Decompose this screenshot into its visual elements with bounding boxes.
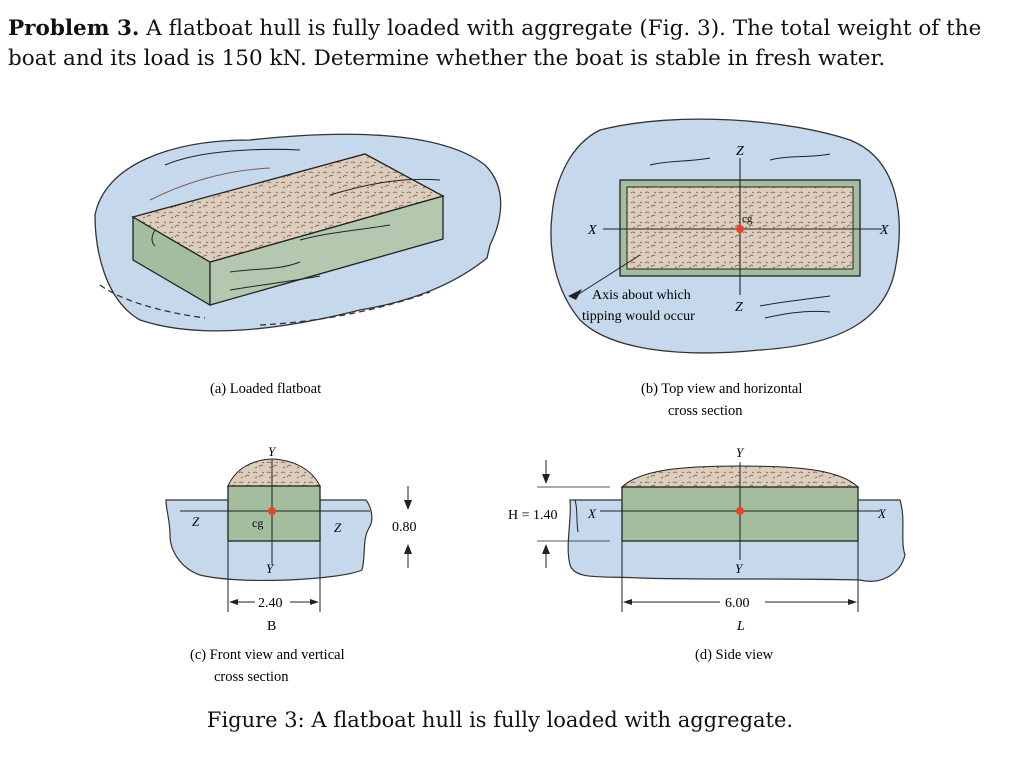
cg-marker-d	[736, 507, 744, 515]
axis-x-right-d: X	[877, 506, 887, 521]
panel-b-top-view	[550, 118, 900, 354]
aggregate-top-a	[131, 153, 445, 263]
caption-a: (a) Loaded flatboat	[210, 381, 321, 397]
cg-label-c: cg	[252, 516, 263, 530]
problem-statement: Problem 3. A flatboat hull is fully load…	[8, 14, 1013, 74]
problem-label: Problem 3.	[8, 16, 140, 41]
caption-d: (d) Side view	[695, 647, 774, 663]
dimension-width-c: 2.40	[258, 596, 283, 611]
caption-c-line2: cross section	[214, 669, 289, 685]
axis-z-right-c: Z	[334, 520, 342, 535]
cg-marker-c	[268, 507, 276, 515]
note-axis-line2: tipping would occur	[582, 309, 695, 324]
axis-x-left-b: X	[587, 223, 597, 238]
axis-x-left-d: X	[587, 506, 597, 521]
aggregate-c	[227, 458, 321, 487]
axis-y-bottom-c: Y	[266, 561, 275, 576]
cg-marker-b	[736, 225, 744, 233]
caption-b-line2: cross section	[668, 403, 743, 419]
dimension-length-d: 6.00	[725, 596, 750, 611]
width-symbol-c: B	[267, 619, 276, 634]
length-symbol-d: L	[736, 619, 745, 634]
axis-z-bottom-b: Z	[735, 300, 743, 315]
caption-b-line1: (b) Top view and horizontal	[641, 381, 802, 397]
axis-y-bottom-d: Y	[735, 561, 744, 576]
axis-z-top-b: Z	[736, 144, 744, 159]
dimension-height-d: H = 1.40	[508, 508, 558, 523]
problem-text: A flatboat hull is fully loaded with agg…	[8, 16, 982, 71]
axis-z-left-c: Z	[192, 514, 200, 529]
caption-c-line1: (c) Front view and vertical	[190, 647, 345, 663]
figure-caption: Figure 3: A flatboat hull is fully loade…	[206, 708, 794, 732]
axis-x-right-b: X	[879, 223, 889, 238]
axis-y-top-c: Y	[268, 444, 277, 459]
note-axis-line1: Axis about which	[592, 288, 691, 303]
cg-label-b: cg	[742, 213, 753, 225]
axis-y-top-d: Y	[736, 445, 745, 460]
panel-a-loaded-flatboat	[94, 133, 502, 332]
dimension-depth-c: 0.80	[392, 520, 417, 535]
panel-c-front-view	[165, 458, 412, 612]
panel-d-side-view	[537, 460, 906, 612]
